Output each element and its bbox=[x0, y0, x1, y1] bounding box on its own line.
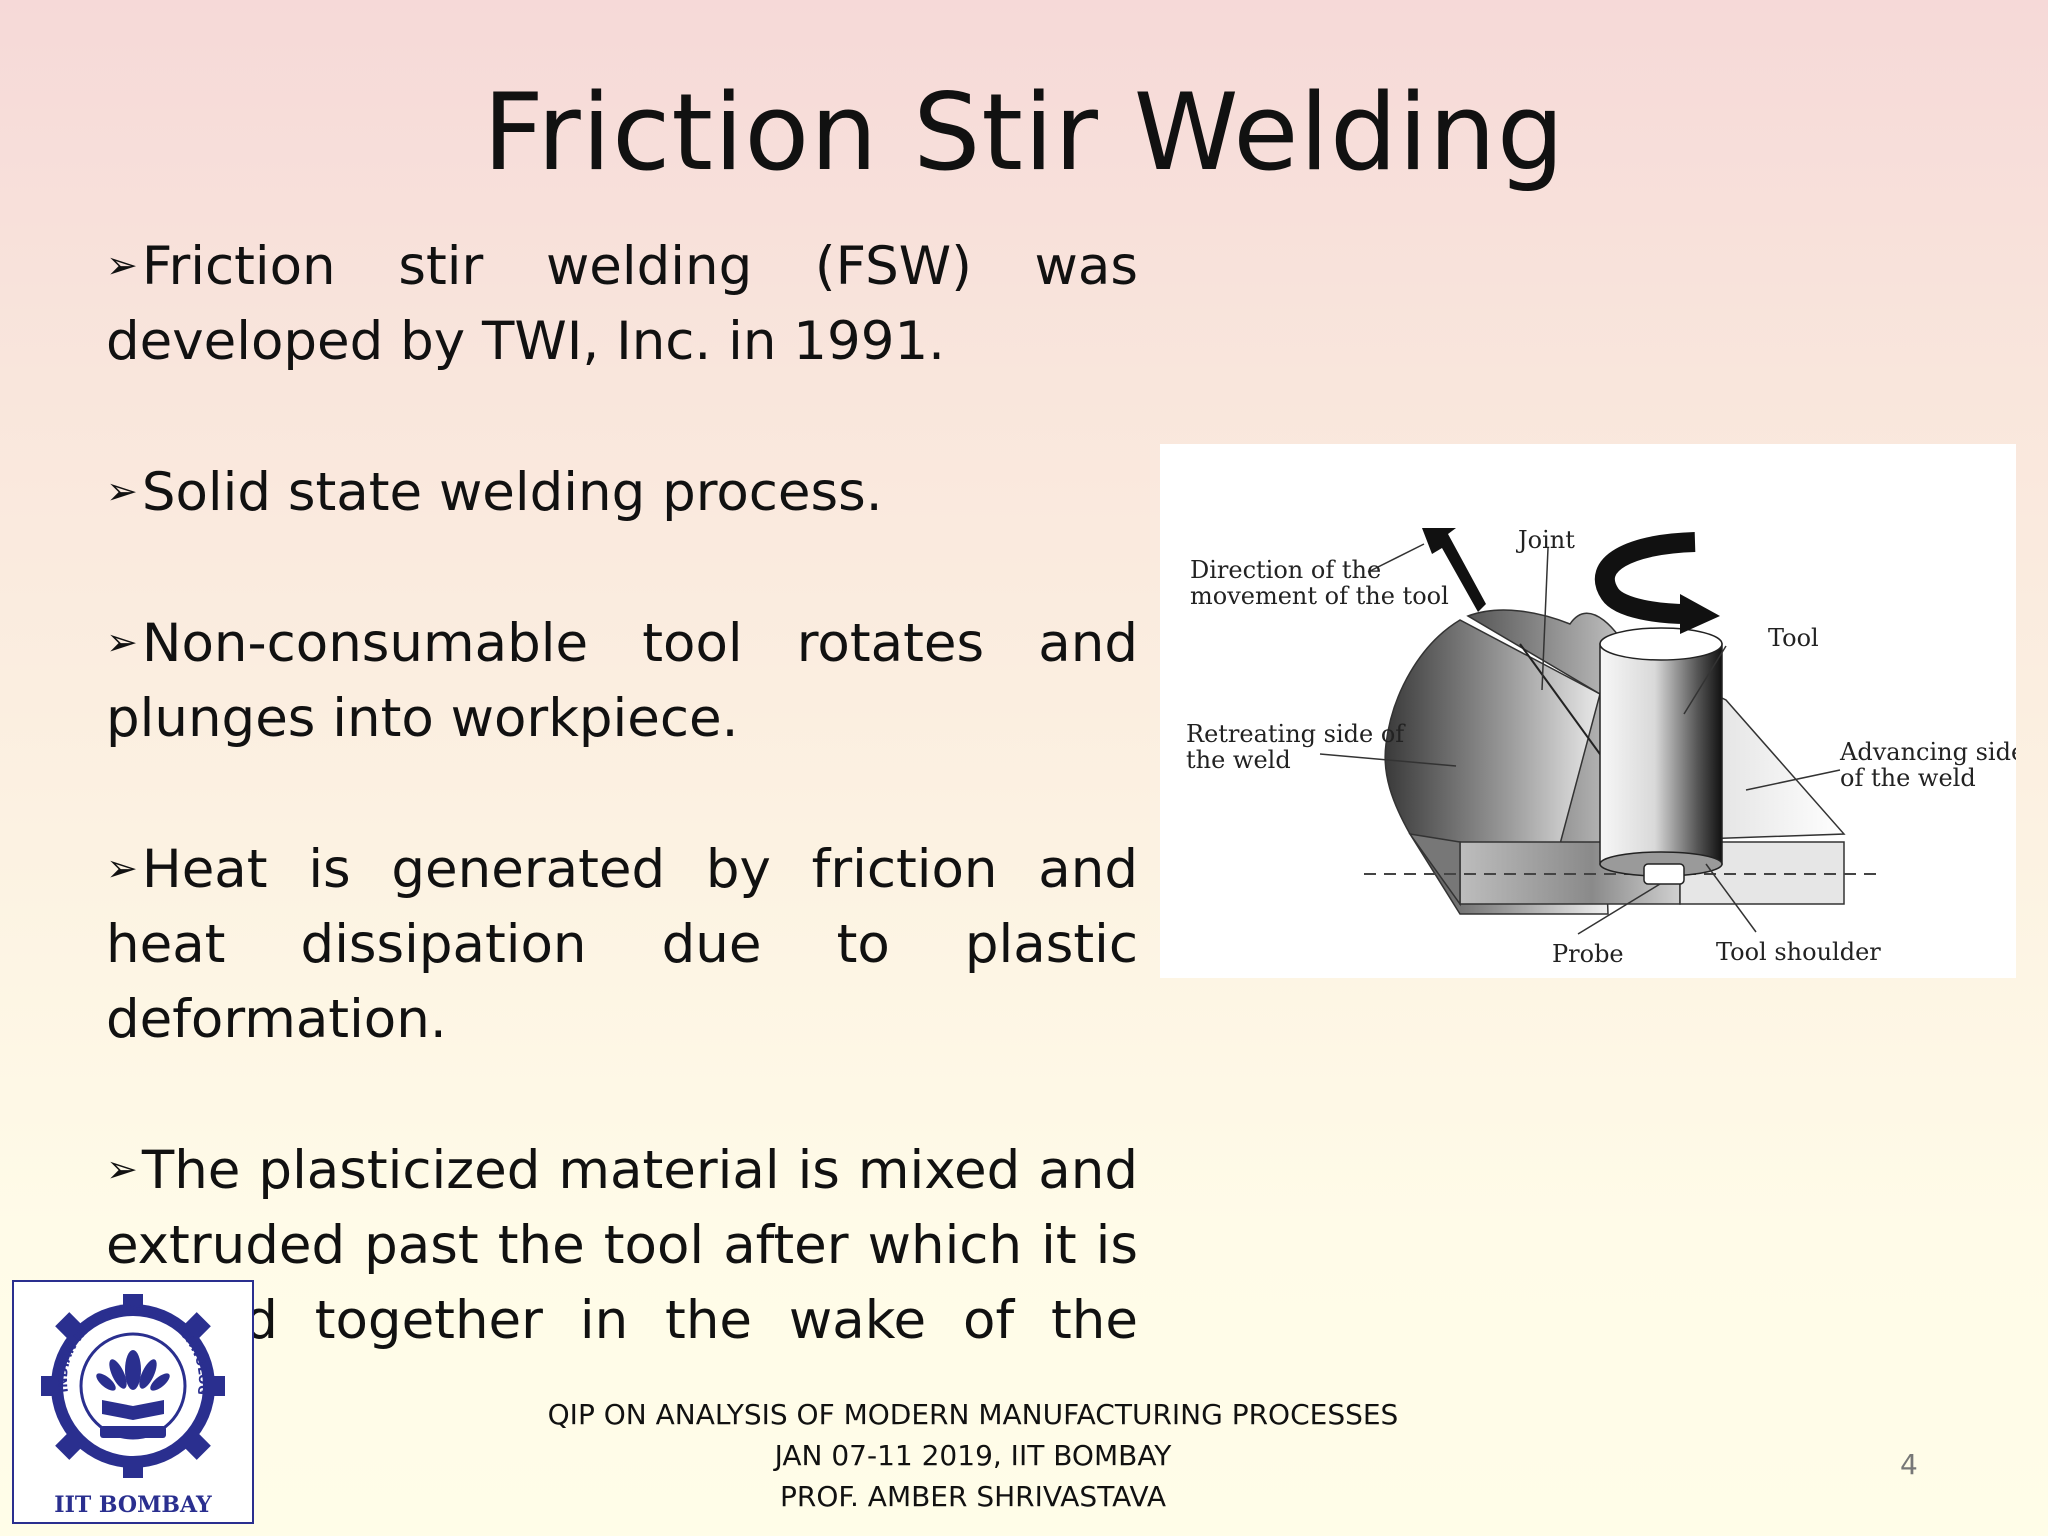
tool-top bbox=[1599, 627, 1723, 661]
iit-emblem-icon: INDIAN INSTITUTE OF TECHNOLOGY BOMBAY bbox=[14, 1282, 225, 1478]
bullet-text: Friction stir welding (FSW) was develope… bbox=[106, 236, 1138, 372]
label-tool-shoulder: Tool shoulder bbox=[1716, 938, 1881, 966]
footer: QIP ON ANALYSIS OF MODERN MANUFACTURING … bbox=[400, 1394, 1546, 1517]
bullet-item: ➢Solid state welding process. bbox=[106, 454, 1138, 530]
leader-direction bbox=[1367, 543, 1425, 573]
bullet-item: ➢Heat is generated by friction and heat … bbox=[106, 831, 1138, 1057]
label-joint: Joint bbox=[1515, 526, 1575, 554]
footer-line-2: JAN 07-11 2019, IIT BOMBAY bbox=[774, 1439, 1172, 1472]
label-advancing-1: Advancing side bbox=[1839, 738, 2016, 766]
footer-line-3: PROF. AMBER SHRIVASTAVA bbox=[780, 1480, 1166, 1513]
label-probe: Probe bbox=[1552, 940, 1624, 968]
rotation-arrowhead-icon bbox=[1680, 594, 1720, 634]
tool-cylinder bbox=[1599, 643, 1723, 865]
bullet-text: The plasticized material is mixed and ex… bbox=[106, 1140, 1138, 1426]
bullet-text: Solid state welding process. bbox=[141, 462, 883, 523]
label-tool: Tool bbox=[1768, 624, 1819, 652]
bullet-text: Heat is generated by friction and heat d… bbox=[106, 839, 1138, 1050]
bullet-item: ➢Friction stir welding (FSW) was develop… bbox=[106, 228, 1138, 379]
page-number: 4 bbox=[1900, 1448, 1918, 1481]
leader-tool bbox=[1683, 645, 1727, 715]
iit-bombay-logo: INDIAN INSTITUTE OF TECHNOLOGY BOMBAY II… bbox=[12, 1280, 254, 1524]
fsw-diagram: Direction of the movement of the tool Jo… bbox=[1160, 444, 2016, 978]
label-retreating-1: Retreating side of bbox=[1186, 720, 1406, 748]
direction-arrow-icon bbox=[1422, 528, 1486, 612]
arrow-bullet-icon: ➢ bbox=[106, 243, 138, 287]
label-direction-1: Direction of the bbox=[1190, 556, 1381, 584]
arrow-bullet-icon: ➢ bbox=[106, 469, 138, 513]
footer-line-1: QIP ON ANALYSIS OF MODERN MANUFACTURING … bbox=[547, 1398, 1399, 1431]
fsw-diagram-svg: Direction of the movement of the tool Jo… bbox=[1186, 526, 2016, 968]
label-direction-2: movement of the tool bbox=[1190, 582, 1449, 610]
label-advancing-2: of the weld bbox=[1840, 764, 1976, 792]
arrow-bullet-icon: ➢ bbox=[106, 620, 138, 664]
leader-shoulder bbox=[1705, 863, 1757, 933]
bullet-item: ➢The plasticized material is mixed and e… bbox=[106, 1132, 1138, 1433]
leader-retreating bbox=[1319, 753, 1457, 767]
bullet-list: ➢Friction stir welding (FSW) was develop… bbox=[106, 228, 1138, 1433]
bullet-item: ➢Non-consumable tool rotates and plunges… bbox=[106, 605, 1138, 756]
arrow-bullet-icon: ➢ bbox=[106, 1147, 138, 1191]
workpiece-side bbox=[1408, 832, 1461, 907]
bullet-text: Non-consumable tool rotates and plunges … bbox=[106, 613, 1138, 749]
tool-probe bbox=[1643, 863, 1685, 885]
leader-advancing bbox=[1745, 769, 1841, 791]
leader-joint bbox=[1541, 547, 1549, 691]
leader-probe bbox=[1577, 883, 1661, 935]
slide-title: Friction Stir Welding bbox=[482, 71, 1566, 194]
logo-caption: IIT BOMBAY bbox=[54, 1492, 212, 1518]
arrow-bullet-icon: ➢ bbox=[106, 846, 138, 890]
label-retreating-2: the weld bbox=[1186, 746, 1291, 774]
rotation-arrow-icon bbox=[1594, 532, 1696, 624]
